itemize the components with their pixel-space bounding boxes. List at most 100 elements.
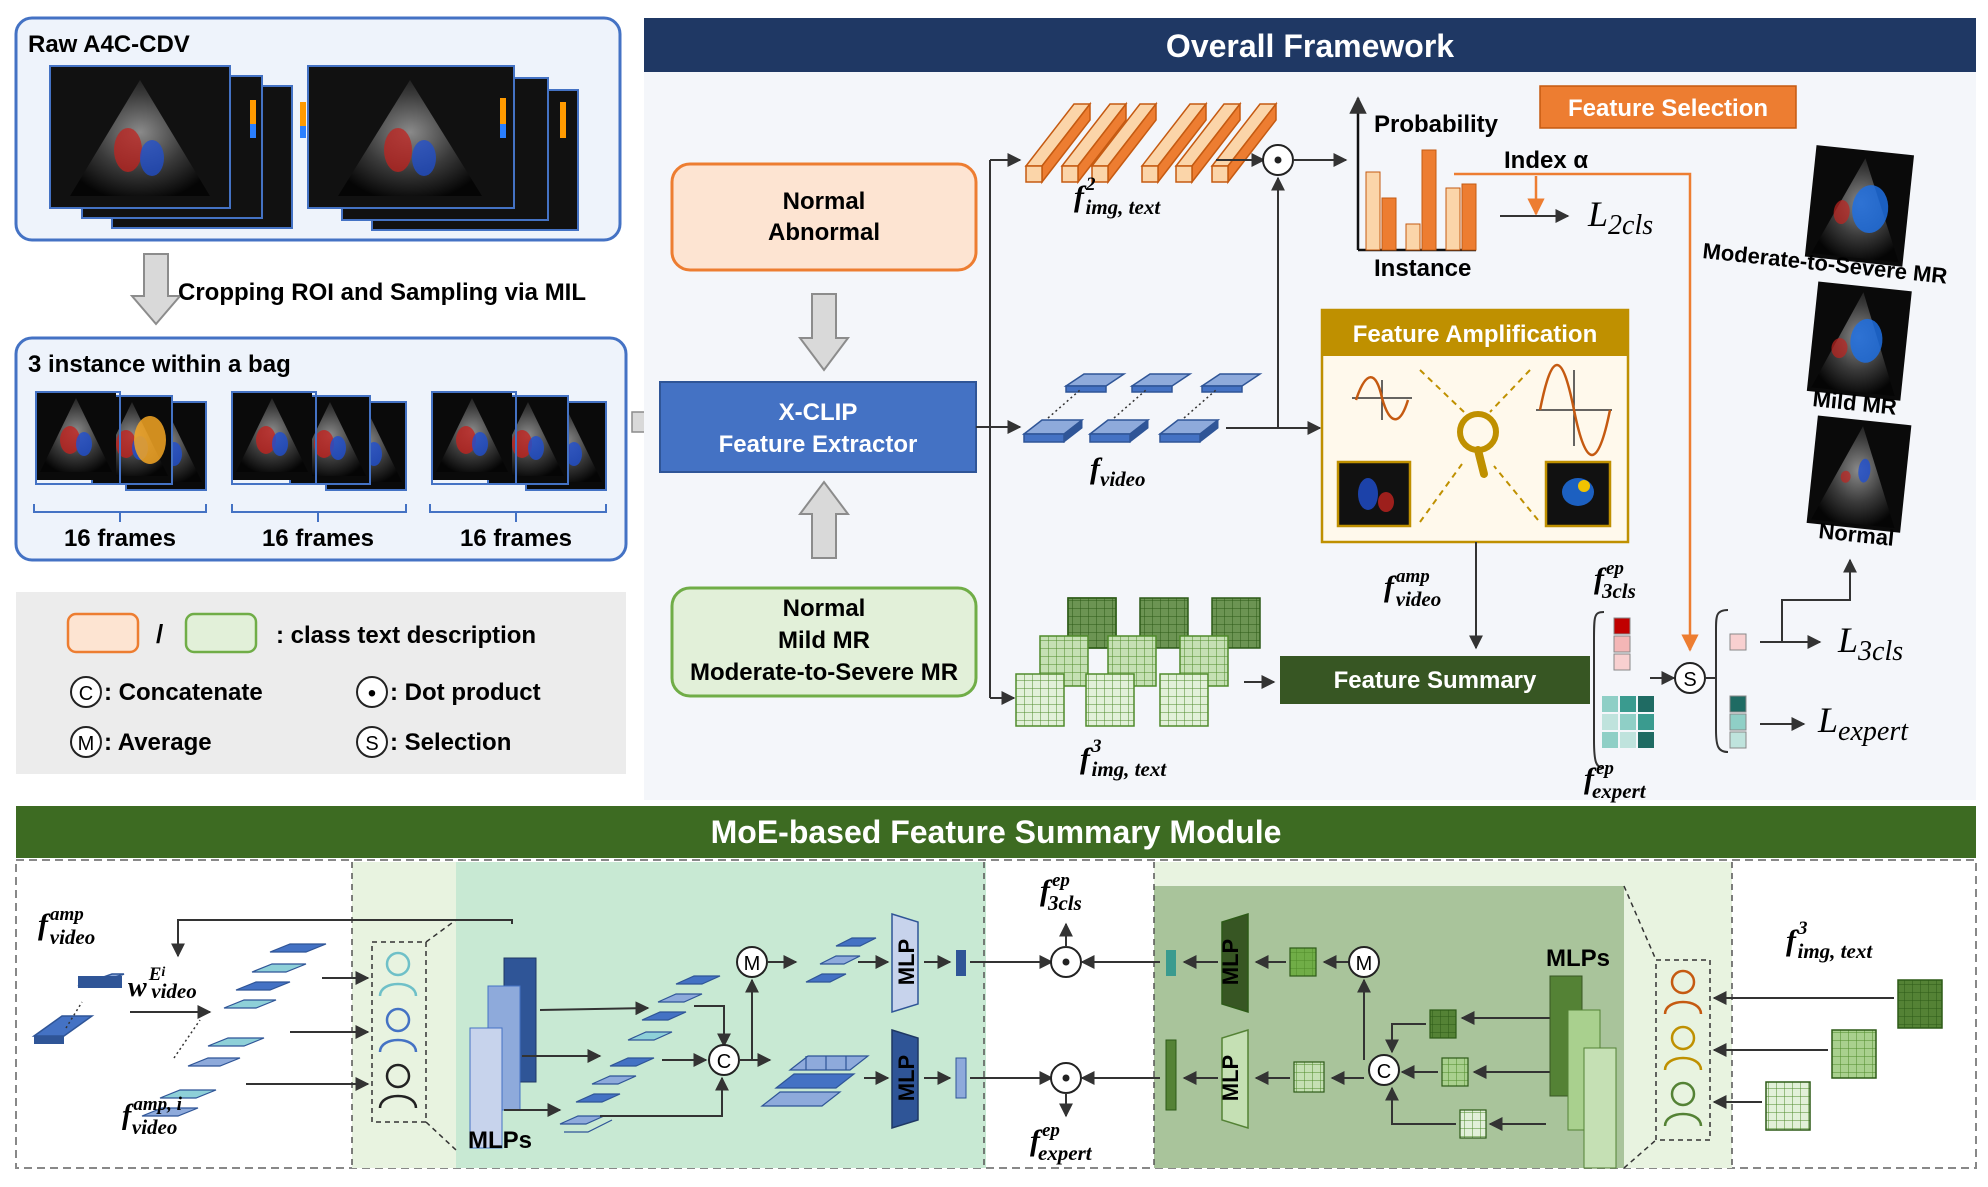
down-arrow-to-extractor [798, 293, 850, 372]
text-desc-three-class: Normal Mild MR Moderate-to-Severe MR [670, 586, 978, 698]
feature-summary-label: Feature Summary [1334, 667, 1537, 694]
legend-slash: / [156, 619, 163, 649]
lexpert-label: Lexpert [1817, 700, 1909, 747]
green-cubes-expert [1429, 1009, 1487, 1139]
doctor-icon [1670, 1081, 1696, 1107]
crop-label: Cropping ROI and Sampling via MIL [178, 279, 586, 306]
legend-sym-dot: • [368, 680, 376, 707]
avg-plates-left [805, 937, 877, 983]
average-node-right-text: M [1356, 953, 1373, 975]
moe-panel: MoE-based Feature Summary Module [15, 806, 1977, 1169]
doctor-icon [385, 1007, 411, 1033]
expert-doctors-right [1623, 885, 1711, 1169]
doctor-icon [1670, 1025, 1696, 1051]
doctor-icon [385, 1063, 411, 1089]
f-video-label: fvideo [1090, 452, 1145, 491]
echo-stack-2 [307, 65, 579, 231]
mlp-left-bottom-label: MLP [894, 1055, 919, 1101]
frames-label-2: 16 frames [262, 525, 374, 552]
legend-sym-m: M [78, 733, 95, 755]
text-bottom-2: Moderate-to-Severe MR [690, 659, 958, 686]
framework-title: Overall Framework [1166, 28, 1454, 64]
feature-selection-label: Feature Selection [1568, 95, 1768, 122]
average-node-left-text: M [744, 953, 761, 975]
bag-title: 3 instance within a bag [28, 351, 291, 378]
mlp-right-bottom: MLP [1218, 1028, 1249, 1130]
instance-2 [231, 391, 407, 491]
frames-label-1: 16 frames [64, 525, 176, 552]
instance-3 [431, 391, 607, 491]
green-cube-concat [1293, 1061, 1325, 1093]
f-img2-features [1024, 101, 1278, 185]
selection-symbol-icon [356, 726, 388, 758]
moe-title: MoE-based Feature Summary Module [711, 814, 1282, 850]
concat-plates-left [760, 1055, 870, 1107]
text-bottom-0: Normal [783, 595, 866, 622]
up-arrow-to-extractor [798, 480, 850, 559]
moe-out-vec-left-top [956, 950, 966, 976]
index-alpha-label: Index α [1504, 147, 1588, 174]
extractor-branches [976, 153, 1022, 705]
extractor-line-1: X-CLIP [779, 399, 858, 426]
mlps-right [1549, 975, 1617, 1169]
mlp-left-top: MLP [891, 912, 919, 1014]
concat-node-right-text: C [1377, 1061, 1391, 1083]
doctor-icon [385, 951, 411, 977]
frames-label-3: 16 frames [460, 525, 572, 552]
raw-title: Raw A4C-CDV [28, 31, 190, 58]
f-video-features [1021, 373, 1263, 444]
probability-chart [1349, 96, 1477, 252]
mlp-left-bottom: MLP [891, 1028, 919, 1130]
mlp-right-top-label: MLP [1218, 939, 1243, 985]
selection-node-text: S [1683, 669, 1696, 691]
moe-input-plates [31, 973, 125, 1044]
ep-3cls-vector [1613, 617, 1631, 671]
text-bottom-1: Mild MR [778, 627, 870, 654]
legend-sym-s: S [365, 733, 378, 755]
concat-symbol-icon [70, 676, 102, 708]
feature-summary-box: Feature Summary [1280, 656, 1590, 704]
doctor-icon [1670, 969, 1696, 995]
mlps-left [469, 957, 537, 1149]
crop-arrow [129, 253, 183, 326]
concat-node-right-icon [1368, 1054, 1400, 1086]
legend-sym-c: C [79, 683, 93, 705]
index-alpha-path [1454, 172, 1699, 652]
moe-gated-plates [559, 975, 721, 1133]
l3cls-label: L3cls [1837, 620, 1903, 667]
legend-average: : Average [104, 729, 212, 756]
legend-selection: : Selection [390, 729, 511, 756]
concat-node-left-text: C [717, 1051, 731, 1073]
instance-label: Instance [1374, 255, 1471, 282]
text-desc-binary: Normal Abnormal [670, 162, 978, 272]
feature-selection-badge: Feature Selection [1539, 85, 1797, 129]
probability-label: Probability [1374, 111, 1499, 138]
legend-concat: : Concatenate [104, 679, 263, 706]
mlp-right-bottom-label: MLP [1218, 1055, 1243, 1101]
output-images [1804, 145, 1915, 533]
average-node-right-icon [1348, 946, 1380, 978]
l2cls-label: L2cls [1587, 194, 1653, 241]
moe-input-cubes [1765, 979, 1943, 1131]
text-top-1: Abnormal [768, 219, 880, 246]
small-wave-icon [1354, 376, 1410, 421]
moe-out-vec-right-top [1166, 950, 1176, 976]
legend-panel: / : class text description C : Concatena… [16, 592, 626, 774]
green-cube-avg [1289, 947, 1317, 977]
amplified-wave-icon [1538, 363, 1612, 457]
text-top-0: Normal [783, 188, 866, 215]
legend-dot: : Dot product [390, 679, 541, 706]
expert-doctors-left [371, 919, 457, 1151]
f-img3-features [1015, 597, 1261, 727]
instance-1 [35, 391, 207, 491]
